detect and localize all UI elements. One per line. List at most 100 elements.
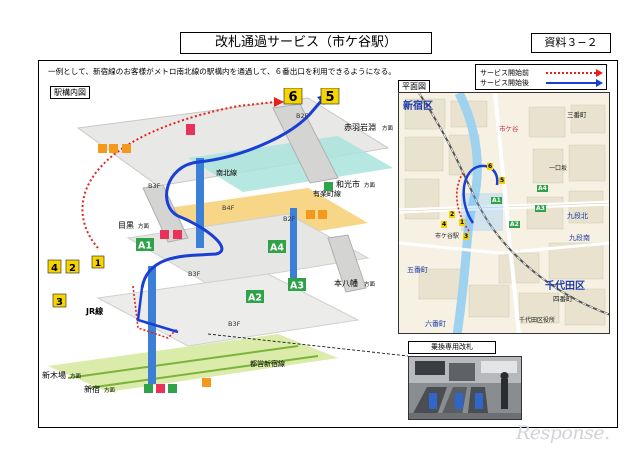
map-marker-a4: A4 [537, 185, 548, 192]
gate-badge-a2: A2 [246, 290, 264, 304]
legend-after-label: サービス開始後 [480, 79, 529, 87]
stairs-b3f [142, 184, 189, 243]
green-sign-icon [144, 384, 153, 393]
route-after [140, 99, 324, 289]
exit-badge-2: 2 [65, 259, 80, 274]
map-marker-a2: A2 [509, 221, 520, 228]
connector-column-3 [290, 208, 297, 278]
floor-label-b2f-middle: B2F [283, 215, 296, 223]
accessibility-icon [156, 384, 165, 393]
label-shinjuku-line: 都営新宿線 [250, 359, 285, 368]
svg-text:A1: A1 [138, 241, 152, 252]
floor-label-b3f-middle: B3F [188, 270, 201, 278]
concourse-middle [126, 213, 370, 285]
shop-icon [202, 378, 211, 387]
photo-title: 乗換専用改札 [408, 341, 496, 354]
locker-icon [109, 144, 118, 153]
route-before [81, 101, 275, 249]
direction-meguro: 目黒 [118, 221, 134, 230]
watermark-logo: Response. [516, 422, 610, 444]
nanboku-platform [188, 136, 393, 192]
direction-akabane: 赤羽岩淵 [344, 122, 376, 132]
map-label-yonbancho: 四番町 [553, 295, 573, 303]
direction-wako-suffix: 方面 [364, 181, 376, 189]
direction-shinjuku-suffix: 方面 [104, 386, 116, 394]
concourse-lower [96, 273, 360, 347]
exit-badge-3: 3 [52, 293, 67, 308]
wheelchair-icon [160, 230, 169, 239]
document-label: 資料３−２ [531, 33, 611, 53]
route-before-arrow [274, 97, 284, 107]
legend-lines [546, 69, 603, 87]
map-label-hitokuchizaka: 一口坂 [549, 165, 568, 172]
label-nanboku-line: 南北線 [216, 168, 237, 177]
map-label-ichigaya-station: 市ケ谷駅 [435, 233, 460, 240]
svg-text:3: 3 [56, 297, 63, 308]
street-map-svg [399, 93, 609, 333]
elevator-icon [186, 124, 195, 135]
station-diagram: 6 5 4 2 3 1 A1 A2 A3 A4 B2F B3F B4F B2F … [42, 88, 409, 394]
svg-text:2: 2 [69, 263, 76, 274]
map-marker-a3: A3 [535, 205, 546, 212]
svg-text:1: 1 [95, 259, 101, 269]
svg-text:4: 4 [51, 263, 58, 274]
svg-text:5: 5 [325, 90, 334, 105]
map-ward-shinjuku: 新宿区 [403, 101, 433, 112]
exit-badge-4: 4 [47, 259, 62, 274]
direction-motoyawata: 本八幡 [334, 278, 358, 288]
svg-text:A4: A4 [270, 243, 284, 254]
svg-text:A2: A2 [248, 293, 262, 304]
map-label-rokubancho: 六番町 [425, 320, 446, 328]
shinjuku-platform [48, 334, 338, 392]
map-label-sanbancho: 三番町 [567, 111, 587, 119]
direction-akabane-suffix: 方面 [382, 124, 394, 132]
direction-shinkiba-suffix: 方面 [70, 372, 82, 380]
coin-locker-icon [318, 210, 327, 219]
gate-badge-a4: A4 [268, 240, 286, 254]
description-text: 一例として、新宿線のお客様がメトロ南北線の駅構内を通過して、６番出口を利用できる… [48, 67, 396, 76]
direction-wako: 和光市 [336, 179, 360, 189]
document-title: 改札通過サービス（市ケ谷駅） [180, 32, 432, 54]
map-marker-2: 2 [449, 211, 456, 218]
stairs-b4f [327, 234, 367, 293]
map-label-gobancho: 五番町 [407, 266, 428, 274]
station-diagram-title: 駅構内図 [50, 86, 90, 99]
map-marker-6: 6 [487, 163, 494, 170]
exit-badge-6: 6 [283, 88, 303, 105]
map-marker-3: 3 [463, 233, 470, 240]
route-legend: サービス開始前 サービス開始後 [475, 64, 607, 90]
map-marker-5: 5 [499, 177, 506, 184]
map-label-ichigaya: 市ケ谷 [499, 125, 519, 133]
exit-sign-icon [324, 182, 333, 191]
legend-before-arrow [596, 69, 603, 77]
map-label-kudankita: 九段北 [567, 212, 588, 220]
legend-before-label: サービス開始前 [480, 69, 529, 77]
label-yurakucho-line: 有楽町線 [313, 189, 341, 198]
floor-label-b3f-upper: B3F [148, 182, 161, 190]
route-after-lower [136, 287, 179, 334]
photo-leader-line [207, 333, 409, 357]
floor-label-b2f-upper: B2F [296, 112, 309, 120]
map-marker-4: 4 [441, 221, 448, 228]
ticket-icon [122, 144, 131, 153]
restroom-icon [173, 230, 182, 239]
floor-label-b3f-lower: B3F [228, 320, 241, 328]
svg-text:6: 6 [288, 90, 297, 105]
exit-badge-5: 5 [320, 88, 340, 105]
info-icon [306, 210, 315, 219]
transfer-gate-illustration [409, 357, 521, 419]
legend-after-arrow [596, 79, 603, 87]
map-marker-a1: A1 [491, 197, 502, 204]
map-ward-chiyoda: 千代田区 [545, 281, 585, 292]
exit-badge-1: 1 [91, 255, 105, 269]
direction-shinjuku: 新宿 [84, 384, 100, 394]
route-before-lower [132, 285, 179, 339]
transfer-gate-photo [408, 356, 522, 420]
direction-shinkiba: 新木場 [42, 370, 66, 380]
map-label-chiyoda-office: 千代田区役所 [519, 317, 556, 324]
floor-label-b4f: B4F [222, 204, 235, 212]
toilet-icon [98, 144, 107, 153]
direction-motoyawata-suffix: 方面 [364, 280, 376, 288]
gate-badge-a1: A1 [136, 238, 154, 252]
label-jr-line: JR線 [85, 306, 103, 316]
